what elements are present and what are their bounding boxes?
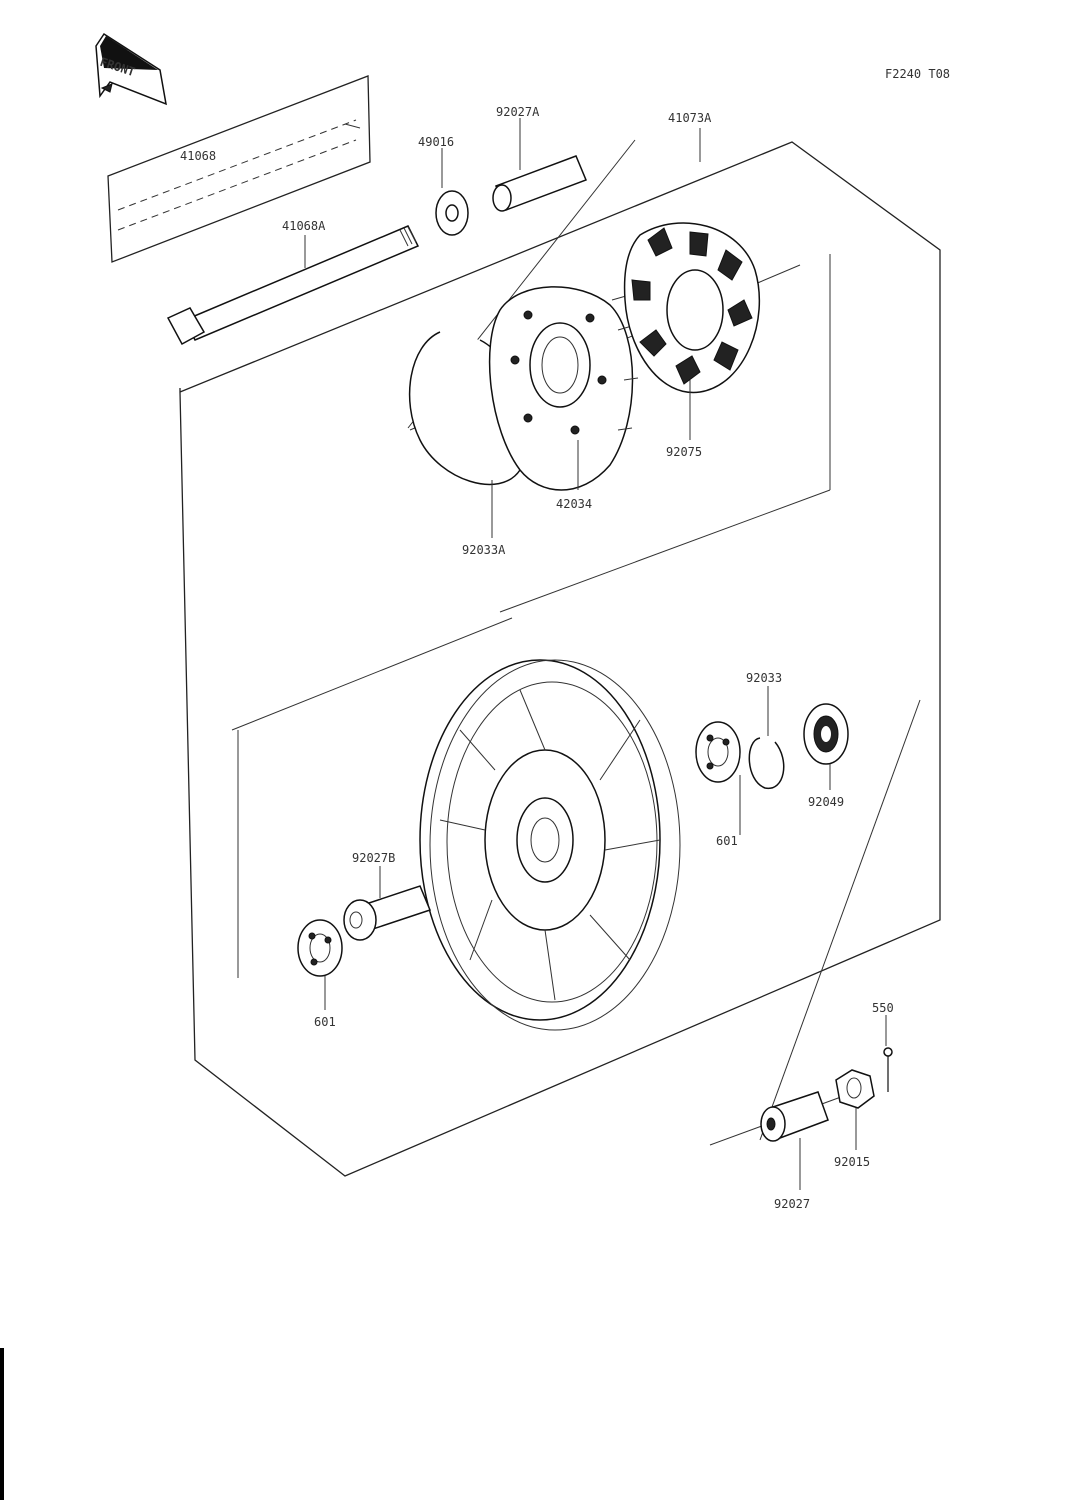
part-label-92015: 92015 [834, 1155, 870, 1169]
scan-edge-mark [0, 1348, 4, 1500]
axle-kit-box [107, 75, 371, 263]
part-label-41073A: 41073A [668, 111, 712, 125]
part-label-92027: 92027 [774, 1197, 810, 1211]
part-label-601-right: 601 [716, 834, 738, 848]
part-label-92033A: 92033A [462, 543, 506, 557]
part-label-92033: 92033 [746, 671, 782, 685]
part-label-92027A: 92027A [496, 105, 540, 119]
reference-code: F2240 T08 [885, 67, 950, 81]
wheel-box-outline [231, 617, 921, 1146]
bearing-601-left [297, 919, 343, 977]
part-label-41068: 41068 [180, 149, 216, 163]
bearing-601-right [695, 721, 741, 783]
part-label-42034: 42034 [556, 497, 592, 511]
front-arrow-icon [100, 83, 113, 93]
axle-41068A [166, 225, 420, 346]
spacer-92027B [343, 885, 432, 941]
damper-92075 [623, 222, 760, 394]
wheel-assembly-outline [179, 128, 941, 1177]
spacer-92027A [492, 155, 587, 212]
collar-49016 [435, 190, 469, 236]
cotter-pin-550 [883, 1047, 893, 1092]
part-label-92075: 92075 [666, 445, 702, 459]
coupling-42034 [488, 286, 639, 491]
seal-92049 [803, 703, 849, 765]
rear-wheel [419, 659, 681, 1031]
part-label-92049: 92049 [808, 795, 844, 809]
part-label-550: 550 [872, 1001, 894, 1015]
part-label-601-left: 601 [314, 1015, 336, 1029]
circlip-92033 [748, 737, 785, 789]
front-badge: FRONT [95, 32, 167, 106]
nut-92015 [835, 1069, 875, 1109]
part-label-49016: 49016 [418, 135, 454, 149]
spacer-92027 [760, 1091, 829, 1142]
part-label-41068A: 41068A [282, 219, 326, 233]
part-label-92027B: 92027B [352, 851, 395, 865]
